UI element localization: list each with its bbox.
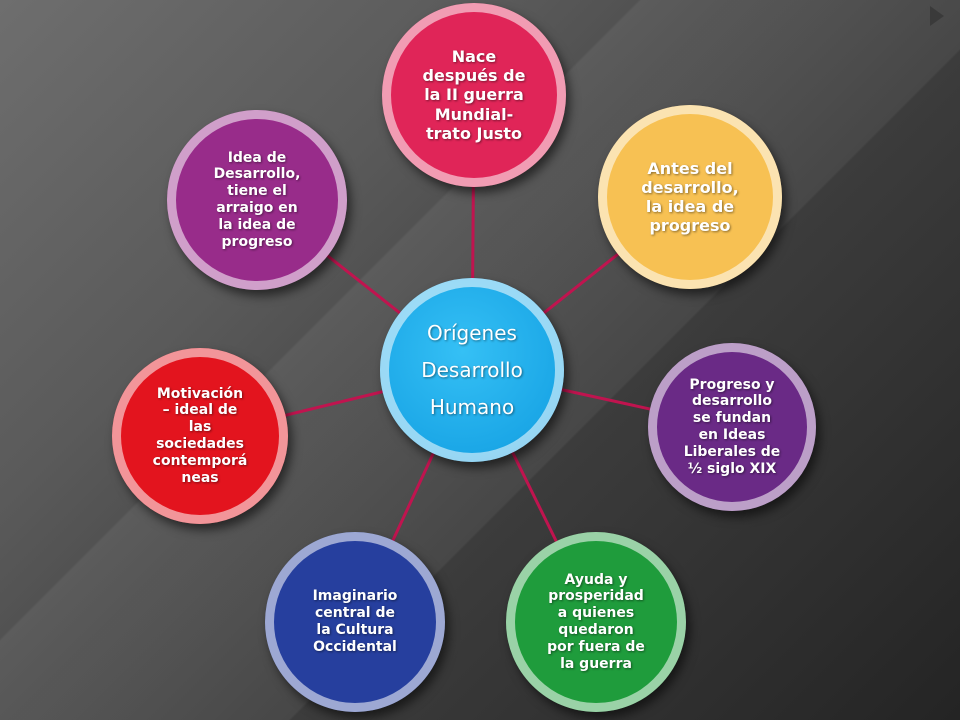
node-label: Imaginario central de la Cultura Occiden… [312,588,398,655]
node-label: Antes del desarrollo, la idea de progres… [641,158,739,236]
node-motivacion-ideal: Motivación – ideal de las sociedades con… [112,348,288,524]
node-label: Progreso y desarrollo se fundan en Ideas… [683,376,781,477]
node-label: Idea de Desarrollo, tiene el arraigo en … [213,149,301,250]
node-antes-del-desarrollo: Antes del desarrollo, la idea de progres… [598,105,782,289]
node-ayuda-prosperidad: Ayuda y prosperidad a quienes quedaron p… [506,532,686,712]
node-label: Ayuda y prosperidad a quienes quedaron p… [547,571,645,672]
center-node-origenes-desarrollo-humano: Orígenes Desarrollo Humano [380,278,564,462]
node-nace-despues-guerra: Nace después de la II guerra Mundial- tr… [382,3,566,187]
node-imaginario-central: Imaginario central de la Cultura Occiden… [265,532,445,712]
node-label: Nace después de la II guerra Mundial- tr… [422,47,526,143]
node-label: Motivación – ideal de las sociedades con… [152,385,248,486]
node-idea-de-desarrollo: Idea de Desarrollo, tiene el arraigo en … [167,110,347,290]
corner-arrow-icon [930,6,944,26]
node-progreso-ideas-liberales: Progreso y desarrollo se fundan en Ideas… [648,343,816,511]
center-node-label: Orígenes Desarrollo Humano [421,320,523,419]
